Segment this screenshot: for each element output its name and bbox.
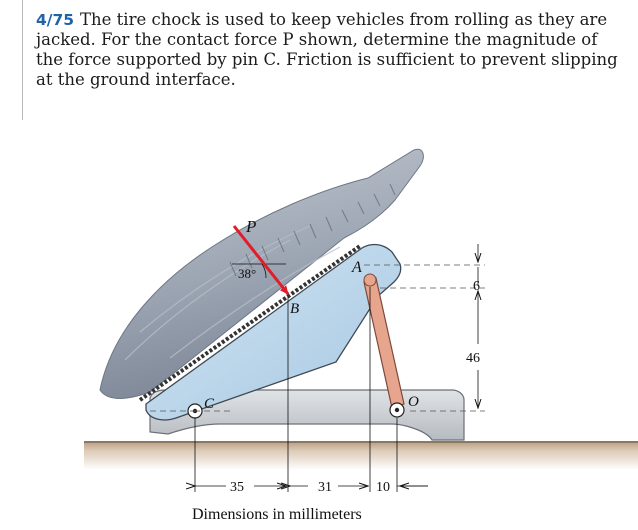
chock-plate [138, 243, 402, 421]
extension-lines [194, 287, 398, 492]
dim-31: 31 [318, 480, 332, 495]
problem-text: The tire chock is used to keep vehicles … [36, 10, 618, 89]
label-b: B [290, 301, 299, 317]
dim-46: 46 [466, 351, 480, 366]
margin-rule [22, 0, 23, 120]
label-p: P [245, 217, 256, 236]
angle-marker [232, 263, 286, 279]
ground [84, 441, 638, 470]
link-ao [363, 273, 405, 409]
force-arrow-p [232, 225, 290, 295]
problem-number: 4/75 [36, 11, 75, 29]
dim-6: 6 [473, 279, 480, 294]
reference-lines [150, 264, 485, 412]
chock-base [149, 389, 465, 441]
dim-35: 35 [230, 480, 244, 495]
pin-o [389, 402, 405, 418]
label-angle: 38° [238, 266, 256, 281]
tire [99, 148, 424, 399]
dim-10: 10 [376, 480, 390, 495]
label-c: C [204, 396, 215, 412]
label-a: A [351, 259, 362, 276]
figure-caption: Dimensions in millimeters [192, 506, 362, 523]
label-o: O [408, 394, 419, 410]
